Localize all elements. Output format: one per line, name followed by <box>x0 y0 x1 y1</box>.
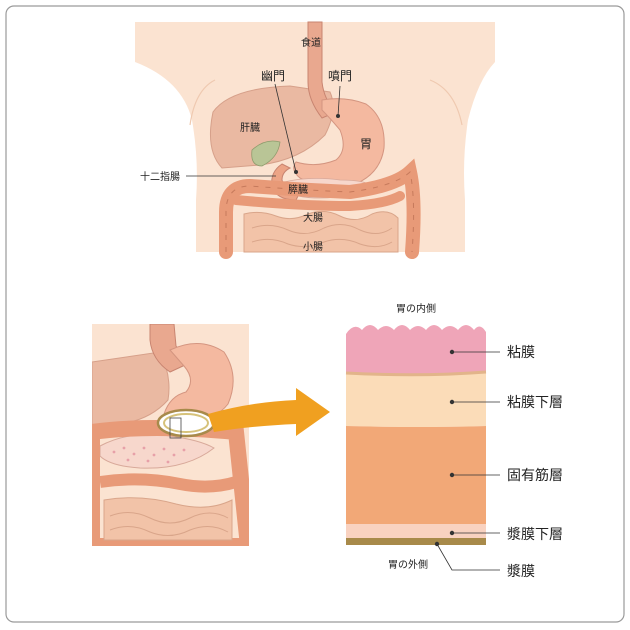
torso-illustration <box>135 21 495 259</box>
leader-lines-layers <box>436 351 500 571</box>
label-pancreas: 膵臓 <box>288 184 308 196</box>
closeup-illustration <box>92 324 249 546</box>
layer-muscularis <box>346 426 486 524</box>
stomach <box>293 98 385 188</box>
label-esophagus: 食道 <box>301 36 321 49</box>
layer-serosa <box>346 538 486 545</box>
layer-submucosa <box>346 372 486 427</box>
layer-markers <box>434 349 455 547</box>
label-small-intestine: 小腸 <box>303 241 323 253</box>
large-intestine-haustra <box>225 171 415 253</box>
label-pylorus: 幽門 <box>261 69 285 83</box>
label-subserosa: 漿膜下層 <box>507 527 563 543</box>
liver <box>210 85 334 169</box>
closeup-pancreas-dots <box>112 446 186 464</box>
leader-lines-top <box>186 83 341 177</box>
label-submucosa: 粘膜下層 <box>507 395 563 411</box>
layer-mucosa <box>346 325 486 375</box>
small-intestine-loops <box>251 224 393 248</box>
torso-shading <box>429 79 463 126</box>
layer-subserosa <box>346 524 486 538</box>
section-highlight-box <box>169 417 182 439</box>
label-stomach: 胃 <box>360 137 372 151</box>
transverse-colon <box>231 191 405 212</box>
zoom-arrow <box>208 388 330 436</box>
closeup-small-intestine-loops <box>109 512 229 536</box>
pylorus-marker <box>294 170 298 174</box>
label-muscularis: 固有筋層 <box>507 467 563 484</box>
label-serosa: 漿膜 <box>507 564 535 580</box>
label-inner-side: 胃の内側 <box>396 302 436 315</box>
label-outer-side: 胃の外側 <box>388 558 428 571</box>
label-cardia: 噴門 <box>328 69 352 83</box>
label-liver: 肝臓 <box>240 122 260 134</box>
section-ring-inner <box>163 413 209 433</box>
layer-divider <box>345 370 487 377</box>
closeup-small-intestine <box>103 497 233 541</box>
label-large-intestine: 大腸 <box>303 211 323 224</box>
gallbladder <box>251 140 281 167</box>
wall-layer-stack <box>345 325 487 545</box>
label-mucosa: 粘膜 <box>507 345 535 361</box>
label-duodenum: 十二指腸 <box>140 170 180 183</box>
torso-shading <box>189 79 216 126</box>
cardia-marker <box>336 114 340 118</box>
closeup-transverse-colon <box>99 473 238 493</box>
